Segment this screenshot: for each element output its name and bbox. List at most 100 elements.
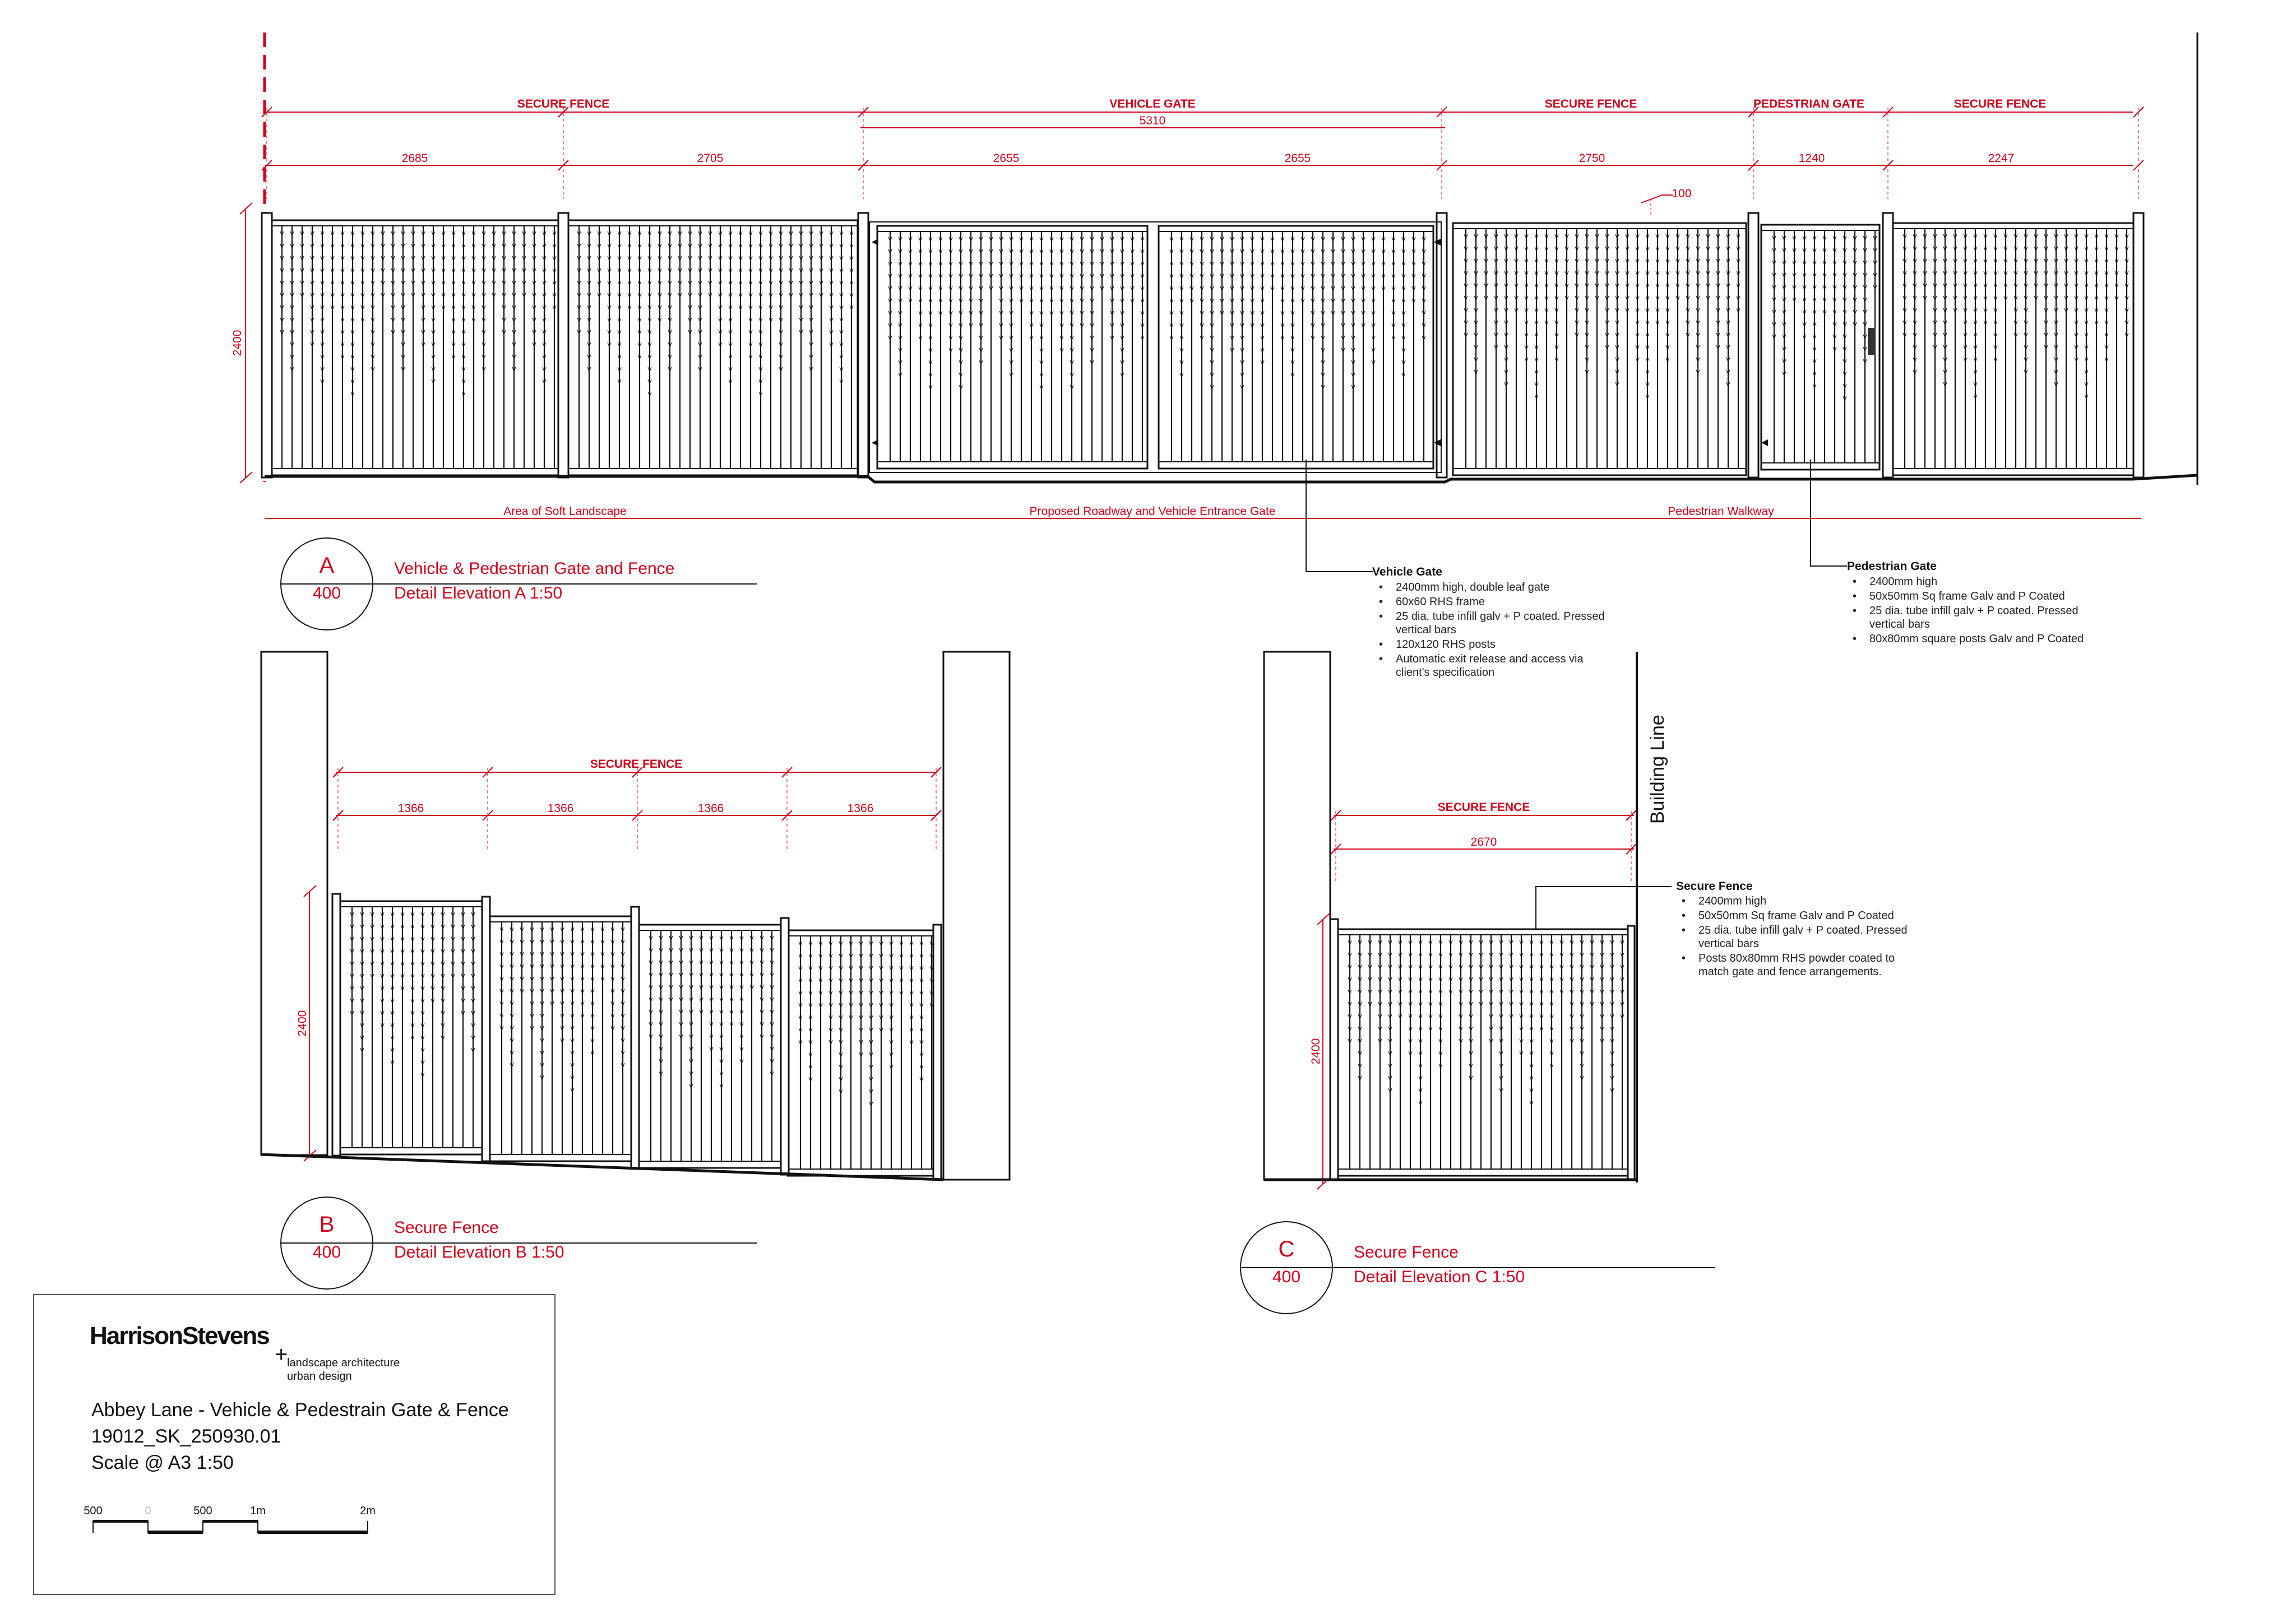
pressed-bar-detail xyxy=(749,935,754,991)
pressed-bar-detail xyxy=(1270,237,1275,292)
pressed-bar-detail xyxy=(1873,235,1877,291)
pressed-bar-detail xyxy=(688,231,692,336)
pressed-bar-detail xyxy=(1943,234,1947,388)
panel-dimension: 1366 xyxy=(848,802,874,815)
secure-fence-note: Secure Fence •2400mm high •50x50mm Sq fr… xyxy=(1676,880,1908,978)
detail-reference-a: A 400 Vehicle & Pedestrian Gate and Fenc… xyxy=(280,537,757,630)
svg-text:•: • xyxy=(1853,576,1857,588)
pressed-bar-detail xyxy=(441,231,446,311)
note-item: Posts 80x80mm RHS powder coated to xyxy=(1698,952,1895,964)
pressed-bar-detail xyxy=(1210,237,1214,391)
panel-dimension: 1366 xyxy=(398,802,424,815)
note-item: 120x120 RHS posts xyxy=(1396,638,1496,651)
pressed-bar-detail xyxy=(1469,940,1473,1082)
pressed-bar-detail xyxy=(1049,237,1054,317)
fence-post xyxy=(2132,212,2145,479)
svg-text:•: • xyxy=(1379,638,1383,651)
pressed-bar-detail xyxy=(1448,940,1453,995)
pressed-bar-detail xyxy=(1726,234,1730,388)
pressed-bar-detail xyxy=(1029,237,1034,341)
pressed-bar-detail xyxy=(471,912,475,1054)
pressed-bar-detail xyxy=(2024,234,2028,375)
pedestrian-gate-note: Pedestrian Gate •2400mm high •50x50mm Sq… xyxy=(1847,560,2084,645)
svg-text:•: • xyxy=(1379,653,1383,665)
panel-dimension: 2750 xyxy=(1579,152,1605,165)
pressed-bar-detail xyxy=(280,231,284,336)
pressed-bar-detail xyxy=(350,231,355,397)
height-dimension: 2400 xyxy=(231,330,244,356)
building-line-label: Building Line xyxy=(1647,715,1668,824)
svg-text:•: • xyxy=(1682,952,1686,964)
pressed-bar-detail xyxy=(510,927,514,1069)
overall-gate-dimension: 5310 xyxy=(1140,114,1166,127)
pressed-bar-detail xyxy=(809,231,813,373)
note-item: client's specification xyxy=(1396,666,1494,679)
pressed-bar-detail xyxy=(1100,237,1104,292)
pressed-bar-detail xyxy=(1585,234,1589,375)
elevation-a: SECURE FENCE VEHICLE GATE SECURE FENCE P… xyxy=(231,33,2198,630)
pressed-bar-detail xyxy=(1736,234,1740,314)
dimension-tick xyxy=(931,767,942,778)
pressed-bar-detail xyxy=(421,231,425,348)
vehicle-gate-leader xyxy=(1306,460,1373,572)
panel-dimension: 1240 xyxy=(1799,152,1825,165)
pressed-bar-detail xyxy=(540,927,544,1081)
panel-dimension: 1366 xyxy=(548,802,574,815)
pressed-bar-detail xyxy=(1479,940,1483,1008)
pressed-bar-detail xyxy=(849,941,853,1021)
pressed-bar-detail xyxy=(570,927,575,1093)
pressed-bar-detail xyxy=(1348,940,1352,1045)
pressed-bar-detail xyxy=(461,231,466,397)
note-heading: Pedestrian Gate xyxy=(1847,560,1937,573)
pressed-bar-detail xyxy=(929,941,934,1009)
pressed-bar-detail xyxy=(550,927,554,1007)
pressed-bar-detail xyxy=(400,912,405,992)
pressed-bar-detail xyxy=(698,231,702,373)
hinge-icon xyxy=(1434,439,1441,446)
pressed-bar-detail xyxy=(718,231,723,348)
pressed-bar-detail xyxy=(1411,237,1416,304)
pressed-bar-detail xyxy=(999,237,1003,341)
pressed-bar-detail xyxy=(1524,234,1529,363)
pressed-bar-detail xyxy=(1863,235,1867,365)
fence-post xyxy=(630,906,640,1169)
dimension-tick xyxy=(261,106,272,118)
pressed-bar-detail xyxy=(729,935,734,1028)
pressed-bar-detail xyxy=(770,935,774,1077)
pressed-bar-detail xyxy=(760,935,764,1040)
pressed-bar-detail xyxy=(679,935,683,1040)
svg-text:•: • xyxy=(1379,596,1383,608)
pressed-bar-detail xyxy=(1179,237,1184,378)
fence-panel xyxy=(338,900,484,1156)
pressed-bar-detail xyxy=(1600,940,1604,1045)
pressed-bar-detail xyxy=(909,941,914,1046)
pressed-bar-detail xyxy=(1792,235,1797,303)
secure-fence-leader xyxy=(1535,886,1672,930)
pressed-bar-detail xyxy=(1963,234,1968,363)
note-item: vertical bars xyxy=(1869,618,1930,630)
pressed-bar-detail xyxy=(1923,234,1927,302)
pressed-bar-detail xyxy=(320,231,325,385)
pressed-bar-detail xyxy=(1853,235,1857,328)
pressed-bar-detail xyxy=(1580,940,1584,1082)
pressed-bar-detail xyxy=(758,231,763,397)
pressed-bar-detail xyxy=(1371,237,1376,366)
pressed-bar-detail xyxy=(659,935,663,1077)
pressed-bar-detail xyxy=(1408,940,1413,1057)
zone-label: Proposed Roadway and Vehicle Entrance Ga… xyxy=(1030,505,1276,518)
pressed-bar-detail xyxy=(728,231,733,385)
pressed-bar-detail xyxy=(799,231,803,336)
scale-bar-label: 2m xyxy=(360,1505,376,1517)
pressed-bar-detail xyxy=(1812,235,1817,389)
pressed-bar-detail xyxy=(1300,237,1305,304)
pressed-bar-detail xyxy=(530,927,534,1032)
pressed-bar-detail xyxy=(1189,237,1194,304)
pressed-bar-detail xyxy=(1120,237,1124,378)
pressed-bar-detail xyxy=(1059,237,1064,354)
pressed-bar-detail xyxy=(908,237,913,304)
pressed-bar-detail xyxy=(617,231,622,385)
fence-post xyxy=(557,212,570,479)
pressed-bar-detail xyxy=(1504,234,1508,388)
pressed-bar-detail xyxy=(1391,237,1396,341)
zone-label: Area of Soft Landscape xyxy=(503,505,627,518)
